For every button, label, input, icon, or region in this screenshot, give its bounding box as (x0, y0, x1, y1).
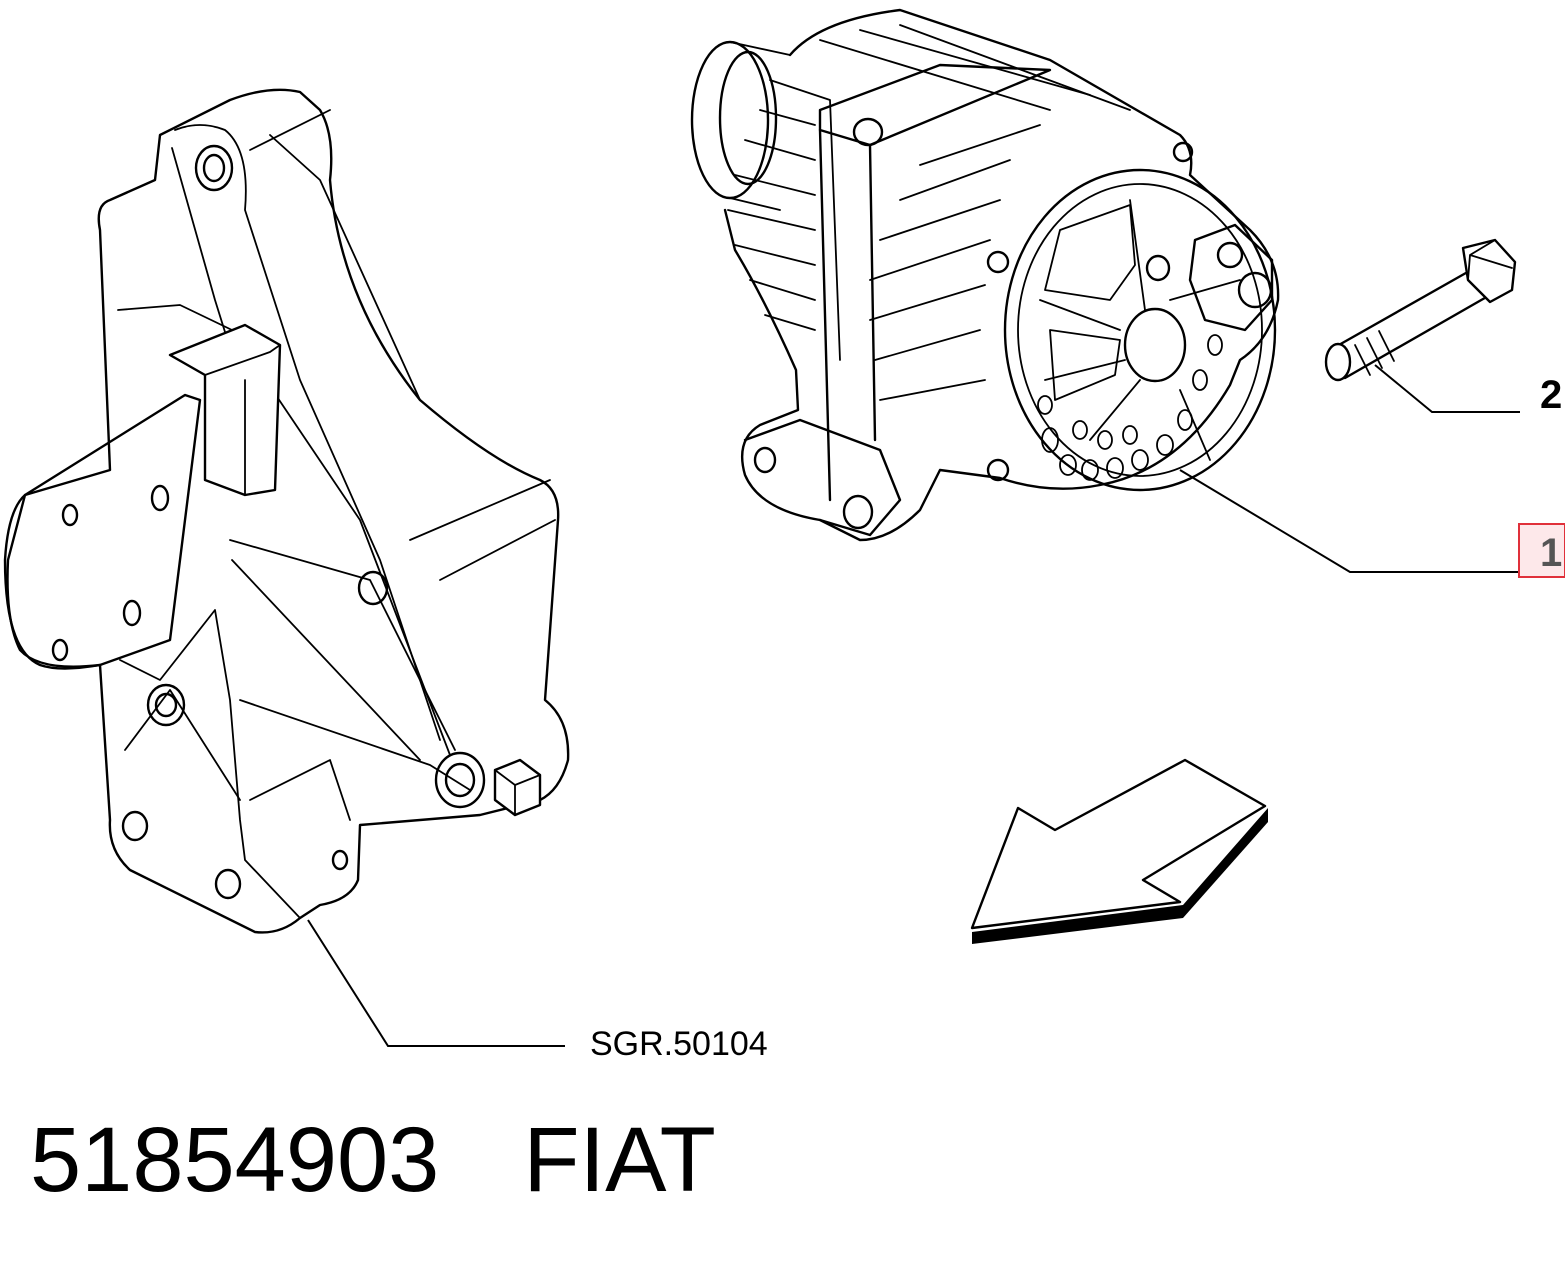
footer: 51854903 FIAT (30, 1105, 716, 1215)
part-number: 51854903 (30, 1109, 440, 1211)
callout-2[interactable]: 2 (1540, 373, 1562, 417)
alternator (690, 8, 1280, 542)
reference-note-sgr[interactable]: SGR.50104 (590, 1025, 768, 1063)
leader-line-sgr (307, 919, 565, 1047)
mounting-bracket (3, 88, 570, 934)
leader-line-2 (1374, 364, 1520, 413)
callout-1[interactable]: 1 (1540, 531, 1562, 575)
direction-arrow-icon (970, 758, 1268, 944)
leader-line-1 (1179, 469, 1520, 573)
brand-name: FIAT (523, 1109, 716, 1211)
bolt (1324, 238, 1517, 382)
callout-1-highlight[interactable] (1518, 523, 1565, 578)
